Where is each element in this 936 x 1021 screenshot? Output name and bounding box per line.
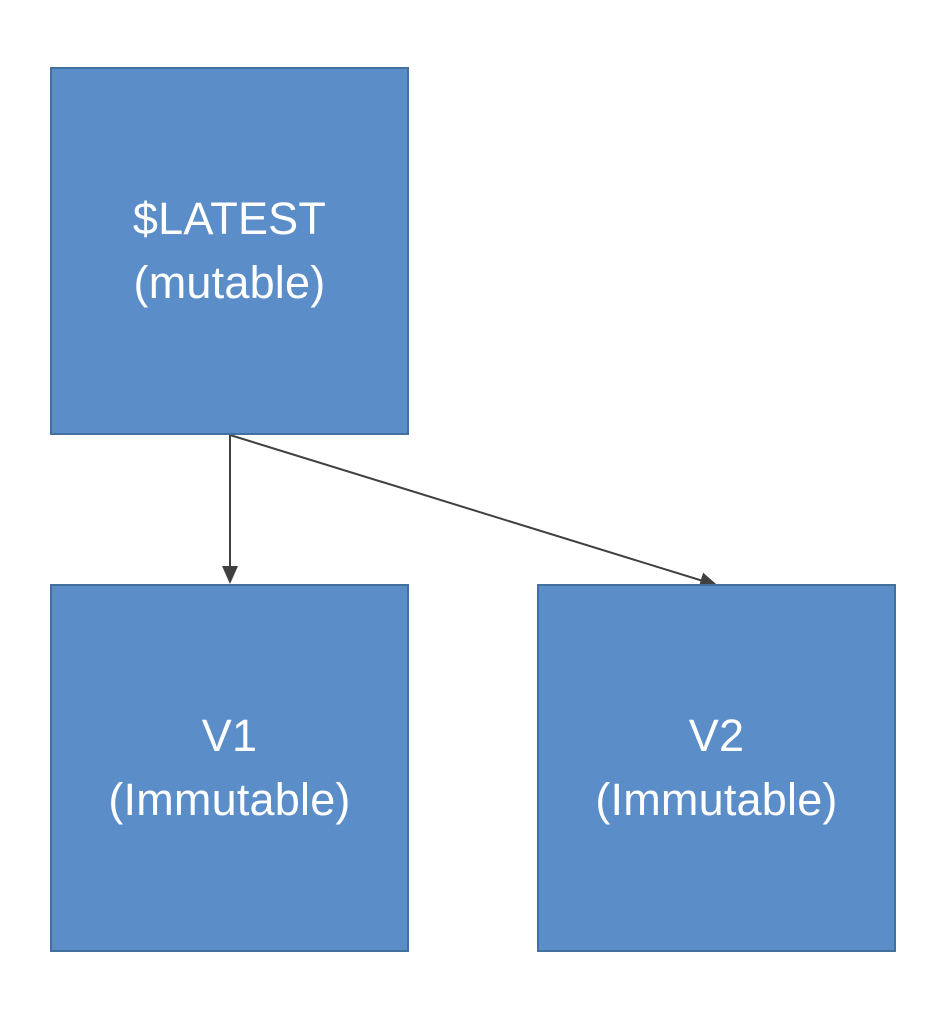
v1-node-subtitle: (Immutable) — [108, 774, 351, 825]
latest-node: $LATEST (mutable) — [50, 67, 409, 435]
v1-node: V1 (Immutable) — [50, 584, 409, 952]
v1-node-title: V1 — [201, 710, 258, 761]
v2-node-subtitle: (Immutable) — [595, 774, 838, 825]
v1-node-label: V1 (Immutable) — [108, 704, 350, 832]
latest-node-title: $LATEST — [132, 193, 327, 244]
latest-node-label: $LATEST (mutable) — [133, 187, 326, 315]
v2-node: V2 (Immutable) — [537, 584, 896, 952]
arrow-latest-to-v2 — [229, 434, 718, 588]
v2-node-label: V2 (Immutable) — [595, 704, 837, 832]
latest-node-subtitle: (mutable) — [133, 257, 326, 308]
v2-node-title: V2 — [688, 710, 745, 761]
